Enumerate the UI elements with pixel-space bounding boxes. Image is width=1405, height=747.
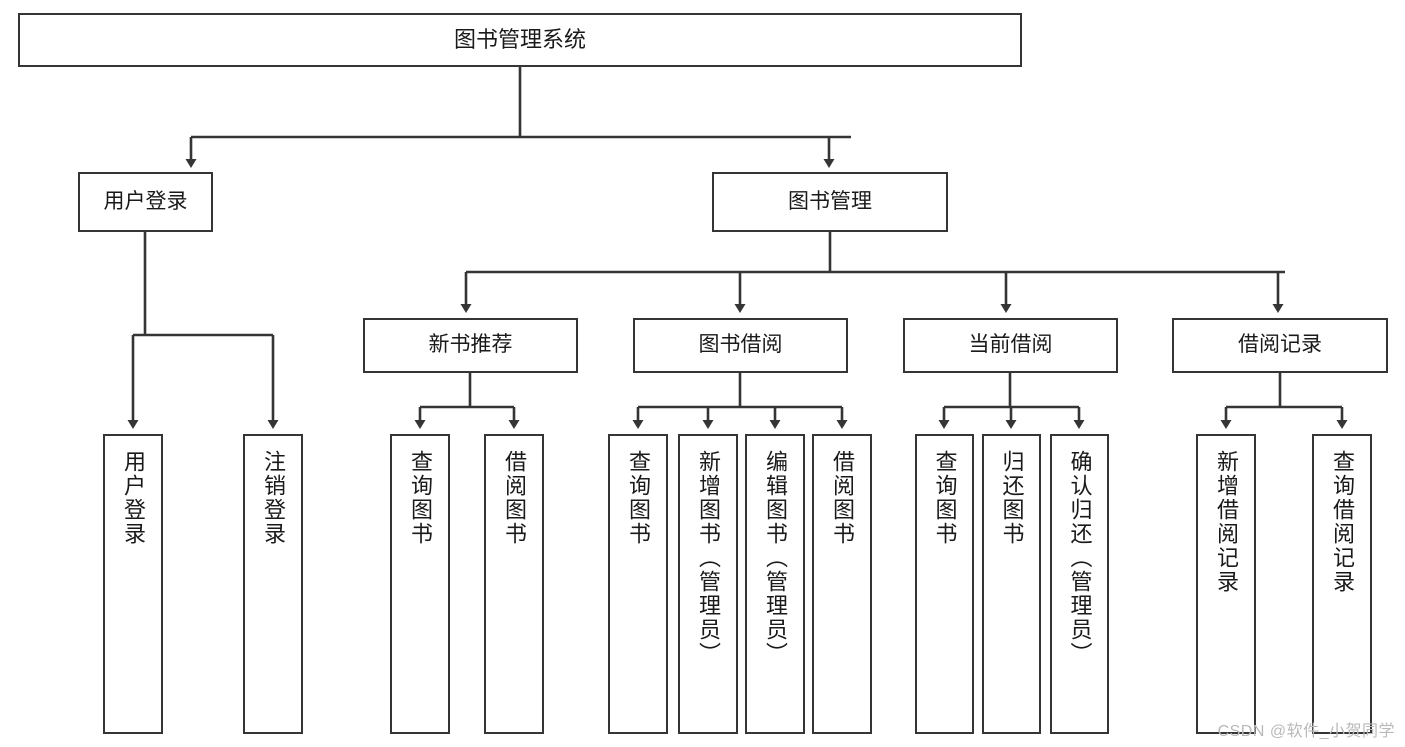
node-leaf-confirm-return-label: 确认归还（管理员）	[1067, 450, 1093, 666]
node-leaf-query-book-1-label: 查询图书	[408, 450, 433, 546]
node-book-borrow-label: 图书借阅	[698, 333, 783, 357]
node-leaf-query-record[interactable]: 查询借阅记录	[1312, 434, 1372, 734]
node-book-manage-label: 图书管理	[788, 189, 872, 213]
node-leaf-user-login[interactable]: 用户登录	[103, 434, 163, 734]
node-root-label: 图书管理系统	[453, 27, 586, 53]
node-book-borrow[interactable]: 图书借阅	[633, 318, 848, 373]
node-new-book-recommend-label: 新书推荐	[428, 333, 513, 357]
node-leaf-borrow-book-1-label: 借阅图书	[502, 450, 527, 546]
node-user-login[interactable]: 用户登录	[78, 172, 213, 232]
node-borrow-record-label: 借阅记录	[1238, 333, 1322, 357]
node-leaf-return-book-label: 归还图书	[999, 450, 1025, 546]
node-leaf-add-record[interactable]: 新增借阅记录	[1196, 434, 1256, 734]
node-leaf-query-book-3-label: 查询图书	[932, 450, 958, 546]
node-leaf-query-book-1[interactable]: 查询图书	[390, 434, 450, 734]
node-leaf-add-book-label: 新增图书（管理员）	[696, 450, 721, 666]
node-root[interactable]: 图书管理系统	[18, 13, 1022, 67]
node-leaf-return-book[interactable]: 归还图书	[982, 434, 1041, 734]
node-leaf-add-record-label: 新增借阅记录	[1214, 450, 1239, 594]
node-new-book-recommend[interactable]: 新书推荐	[363, 318, 578, 373]
csdn-watermark: CSDN @软件_小贺同学	[1217, 723, 1395, 740]
node-current-borrow-label: 当前借阅	[968, 333, 1053, 357]
node-leaf-borrow-book-2-label: 借阅图书	[830, 450, 855, 546]
node-leaf-edit-book-label: 编辑图书（管理员）	[763, 450, 788, 666]
node-leaf-add-book[interactable]: 新增图书（管理员）	[678, 434, 738, 734]
node-leaf-query-record-label: 查询借阅记录	[1330, 450, 1355, 594]
node-user-login-label: 用户登录	[103, 189, 188, 213]
node-leaf-user-login-label: 用户登录	[121, 450, 146, 546]
node-leaf-query-book-2-label: 查询图书	[626, 450, 651, 546]
node-current-borrow[interactable]: 当前借阅	[903, 318, 1118, 373]
node-leaf-borrow-book-2[interactable]: 借阅图书	[812, 434, 872, 734]
node-leaf-query-book-2[interactable]: 查询图书	[608, 434, 668, 734]
node-book-manage[interactable]: 图书管理	[712, 172, 948, 232]
node-leaf-user-logout[interactable]: 注销登录	[243, 434, 303, 734]
node-leaf-confirm-return[interactable]: 确认归还（管理员）	[1050, 434, 1109, 734]
node-leaf-query-book-3[interactable]: 查询图书	[915, 434, 974, 734]
node-borrow-record[interactable]: 借阅记录	[1172, 318, 1388, 373]
node-leaf-edit-book[interactable]: 编辑图书（管理员）	[745, 434, 805, 734]
node-leaf-borrow-book-1[interactable]: 借阅图书	[484, 434, 544, 734]
node-leaf-user-logout-label: 注销登录	[261, 450, 286, 546]
